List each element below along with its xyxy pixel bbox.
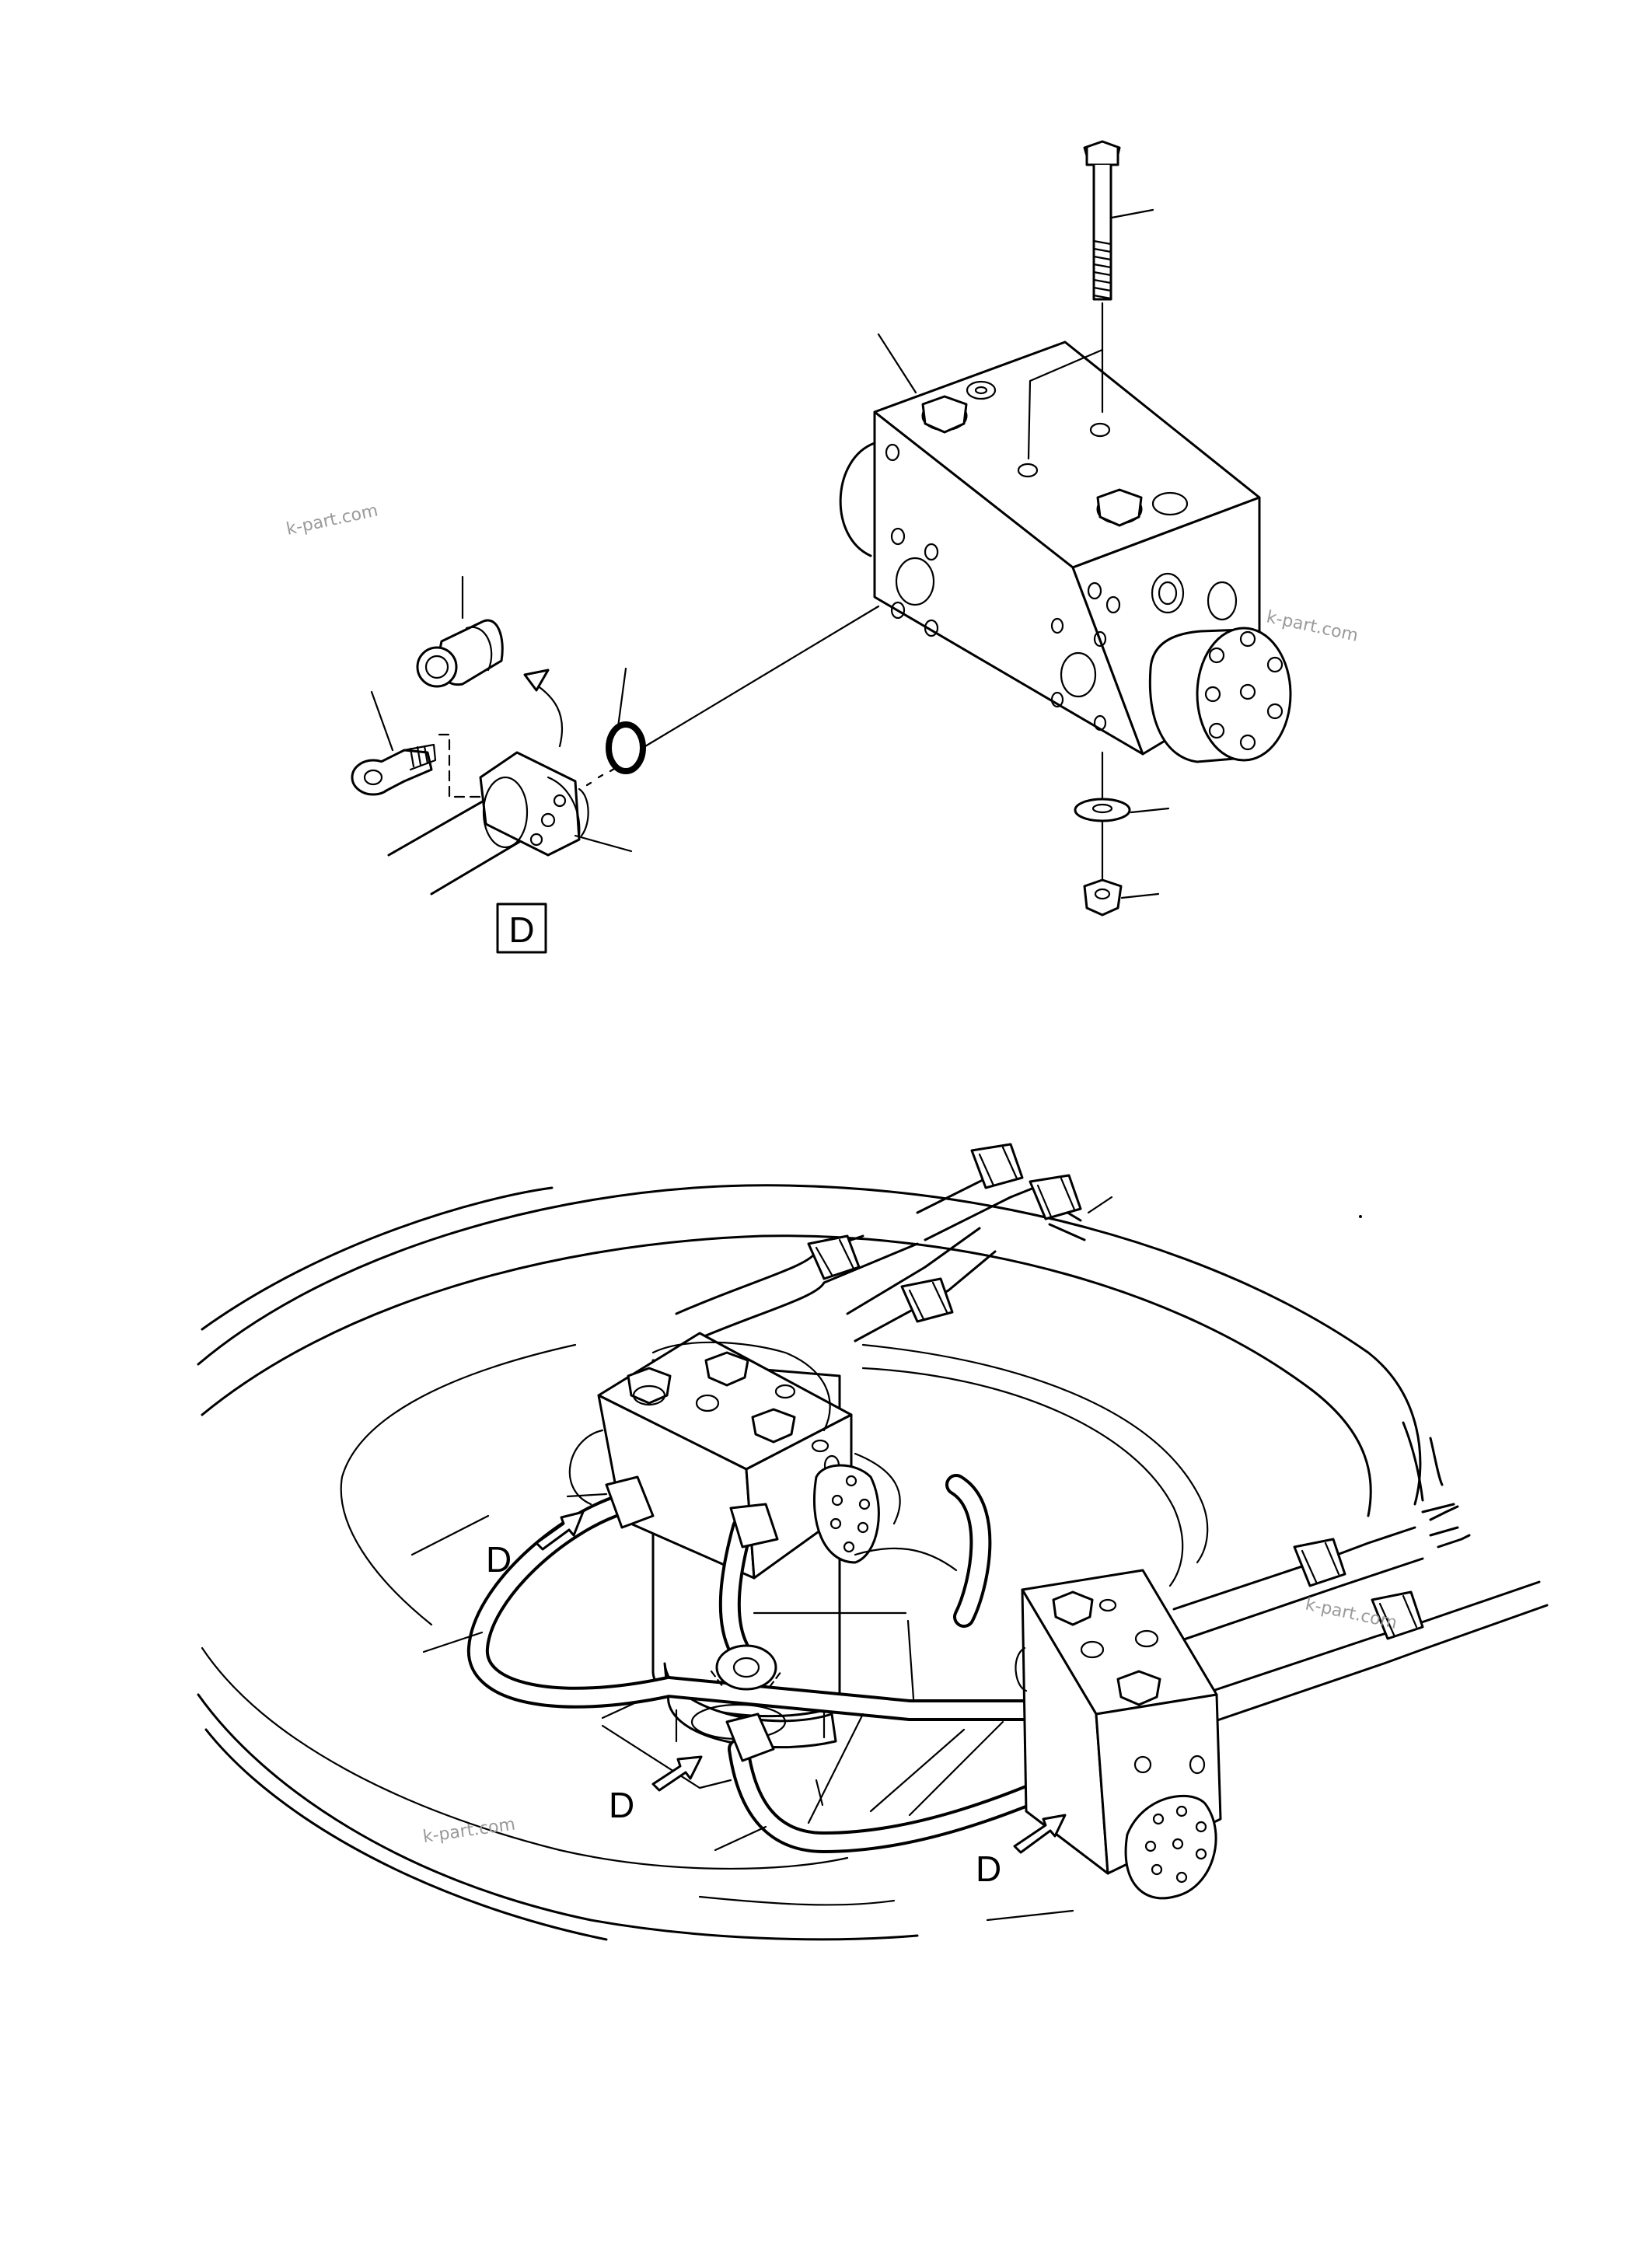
top-bolt-head-2	[1096, 488, 1143, 527]
leader-flange	[574, 834, 633, 853]
arrow-left	[535, 1510, 585, 1551]
left-valve-block	[568, 1332, 958, 1580]
right-block-bolt-2	[1116, 1670, 1161, 1706]
watermark-top-left: k-part.com	[285, 501, 379, 539]
pipe-clamp-6	[1371, 1590, 1424, 1640]
watermark-top-right: k-part.com	[1265, 607, 1360, 645]
right-pipes	[1172, 1503, 1549, 1723]
leader-screw	[370, 690, 394, 752]
pipe-clamp-3	[970, 1143, 1024, 1189]
detail-d-label: D	[508, 910, 534, 950]
leader-washer	[1130, 807, 1170, 814]
end-cap	[1148, 627, 1292, 763]
alignment-line	[644, 605, 880, 748]
pipe-clamp-4	[1029, 1174, 1082, 1220]
leader-bolt	[1110, 208, 1154, 219]
valve-block	[839, 340, 1292, 763]
arrow-right	[1013, 1814, 1067, 1854]
stray-dot	[1359, 1215, 1362, 1218]
right-valve-block	[1015, 1569, 1222, 1900]
assembled-view: D D D k-part.com k-part.com	[197, 1143, 1549, 1941]
turntable-rings	[197, 1184, 1444, 1941]
leader-o-ring	[616, 667, 627, 728]
block-bolt-2	[704, 1351, 749, 1387]
rear-pipes	[675, 1143, 1113, 1346]
detail-d-box: D	[496, 903, 547, 954]
protective-cap	[416, 619, 504, 688]
flange-pipe	[387, 751, 589, 896]
fitting-left	[605, 1475, 655, 1529]
leader-block	[877, 333, 917, 394]
fitting-center-bottom	[725, 1713, 775, 1762]
block-bolt-3	[751, 1408, 796, 1444]
arrow-left-label: D	[486, 1539, 512, 1580]
exploded-view: D k-part.com k-part.com	[285, 140, 1360, 954]
nut	[1083, 878, 1123, 917]
flange-center	[710, 1644, 783, 1691]
long-bolt	[1083, 140, 1121, 414]
pipe-clamp-1	[807, 1234, 861, 1280]
o-ring	[606, 721, 646, 774]
cap-arrow-curve	[527, 679, 564, 748]
washer	[1074, 798, 1131, 822]
bottom-leaders	[410, 1493, 1004, 1852]
watermark-bottom-left: k-part.com	[421, 1815, 516, 1847]
arrow-right-label: D	[976, 1849, 1001, 1889]
cap-screw	[351, 743, 437, 796]
pipe-clamp-2	[900, 1277, 954, 1323]
leader-nut	[1120, 892, 1160, 899]
top-bolt-head-1	[921, 395, 968, 434]
fitting-center-top	[729, 1503, 779, 1548]
pipe-clamp-5	[1293, 1538, 1346, 1587]
arrow-center-label: D	[609, 1785, 634, 1825]
arrow-center	[651, 1755, 703, 1792]
leader-bolt-holes	[1027, 348, 1104, 460]
right-block-bolt-1	[1052, 1590, 1094, 1626]
